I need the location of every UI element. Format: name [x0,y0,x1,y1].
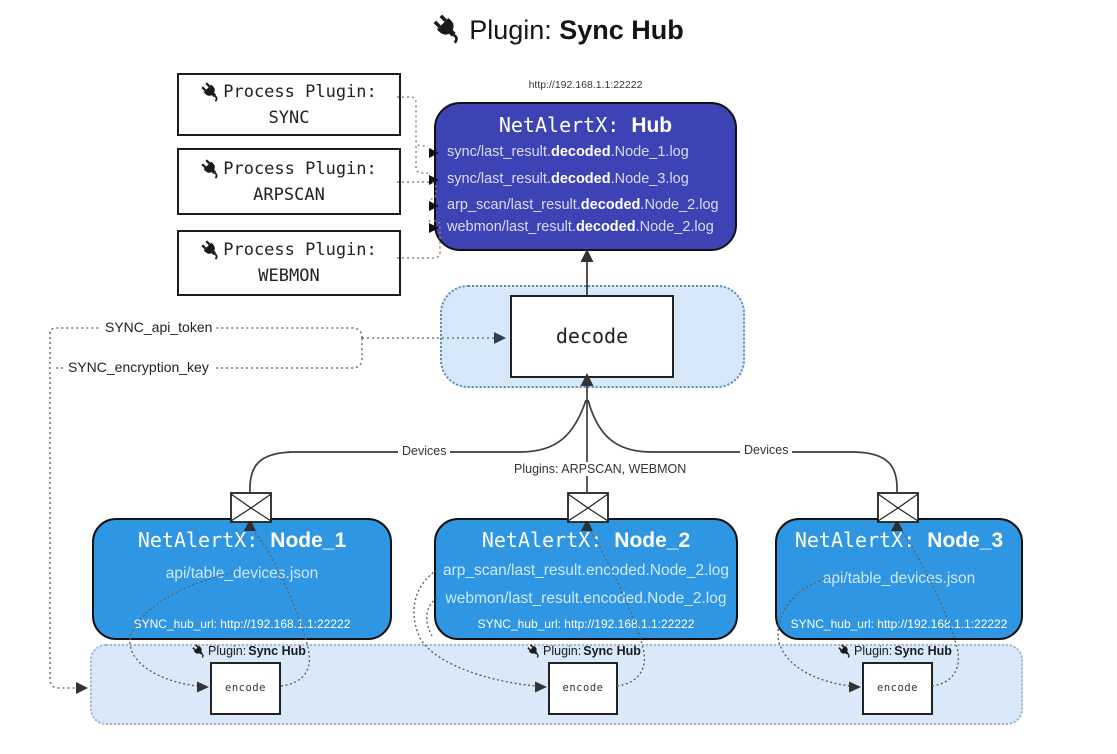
hub-log-line: arp_scan/last_result.decoded.Node_2.log [447,197,719,213]
node-title: NetAlertX: Node_3 [794,528,1004,552]
node-hub-url: SYNC_hub_url: http://192.168.1.1:22222 [477,617,695,631]
node-hub-url: SYNC_hub_url: http://192.168.1.1:22222 [133,617,351,631]
log-arrow-icon [429,175,439,185]
arrowhead-into-band [76,682,88,694]
process-plugin-name: SYNC [268,107,310,128]
hub-box: NetAlertX: Hub sync/last_result.decoded.… [429,102,737,251]
hub-url-label: http://192.168.1.1:22222 [528,79,643,91]
node-title: NetAlertX: Node_2 [481,528,691,552]
page-title: Plugin: Sync Hub [0,11,1117,47]
plug-icon [527,644,541,658]
hub-title-prefix: NetAlertX: [498,113,632,137]
log-arrow-icon [429,201,439,211]
node-file: webmon/last_result.encoded.Node_2.log [445,590,727,607]
node-box-node1: NetAlertX: Node_1 api/table_devices.json… [92,518,392,640]
plug-icon [201,158,222,179]
sync-api-token-label: SYNC_api_token [101,319,217,335]
encode-box: encode [548,662,618,715]
plug-icon [201,240,222,260]
node-title: NetAlertX: Node_1 [137,528,347,552]
plug-icon [838,644,852,658]
devices-left-label: Devices [398,444,451,458]
process-plugin-box-webmon: Process Plugin: WEBMON [177,230,401,296]
log-arrow-icon [429,148,439,158]
hub-log-line: sync/last_result.decoded.Node_3.log [447,171,689,187]
page-title-prefix: Plugin: [469,15,560,45]
hub-title: NetAlertX: Hub [436,113,735,138]
node-box-node2: NetAlertX: Node_2 arp_scan/last_result.e… [434,518,738,640]
sync-encryption-key-label: SYNC_encryption_key [64,359,213,375]
process-plugin-label: Process Plugin: [223,81,377,102]
band-plugin-label: Plugin: Sync Hub [192,644,306,658]
node-file: api/table_devices.json [822,570,976,587]
plug-icon [192,644,206,658]
plug-icon [201,81,222,102]
plug-icon [430,11,466,47]
devices-right-label: Devices [740,443,793,457]
process-plugin-box-arpscan: Process Plugin: ARPSCAN [177,148,401,215]
process-plugin-name: WEBMON [258,266,320,286]
hub-log-line: sync/last_result.decoded.Node_1.log [447,144,689,160]
process-plugin-box-sync: Process Plugin: SYNC [177,73,401,136]
page-title-bold: Sync Hub [559,15,684,45]
process-plugin-label: Process Plugin: [223,240,377,260]
log-arrow-icon [429,223,439,233]
node-file: arp_scan/last_result.encoded.Node_2.log [442,562,730,579]
encode-box: encode [210,662,281,715]
band-plugin-label: Plugin: Sync Hub [527,644,641,658]
process-plugin-name: ARPSCAN [253,184,325,205]
process-plugin-label: Process Plugin: [223,158,377,179]
node-box-node3: NetAlertX: Node_3 api/table_devices.json… [775,518,1023,640]
plugins-center-label: Plugins: ARPSCAN, WEBMON [510,462,691,476]
node-file: api/table_devices.json [165,565,319,582]
encode-box: encode [862,662,933,715]
hub-title-bold: Hub [631,114,673,137]
hub-log-line: webmon/last_result.decoded.Node_2.log [447,219,714,235]
band-plugin-label: Plugin: Sync Hub [838,644,952,658]
node-hub-url: SYNC_hub_url: http://192.168.1.1:22222 [790,617,1008,631]
decode-box: decode [510,295,674,378]
